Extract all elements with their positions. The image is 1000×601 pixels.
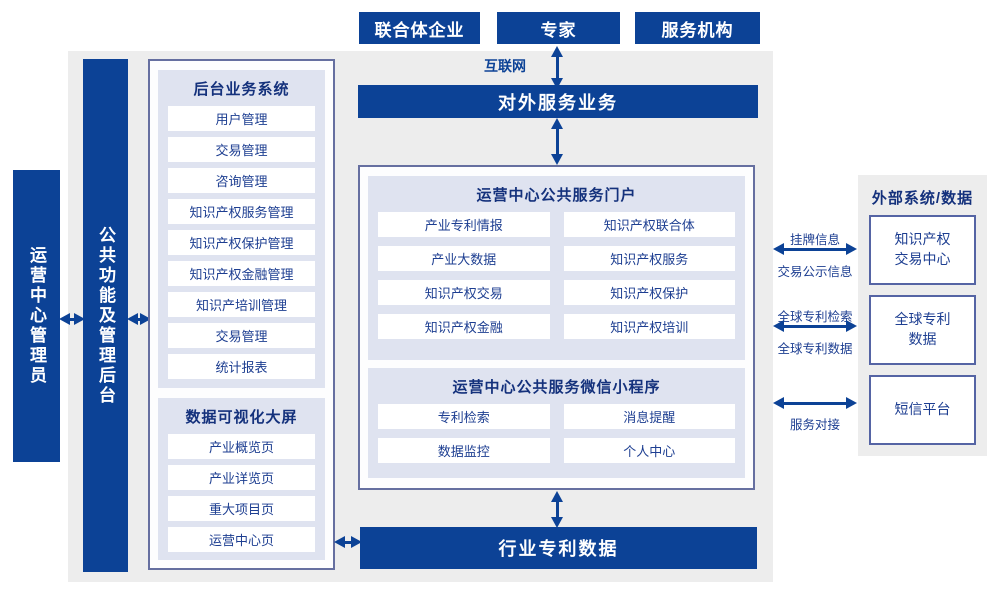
portal-item: 知识产权交易 bbox=[378, 280, 550, 305]
global-patent-data-label: 全球专利数据 bbox=[777, 342, 853, 356]
listing-info-arrow bbox=[773, 243, 857, 255]
node-consortium-enterprise: 联合体企业 bbox=[359, 12, 480, 44]
internet-label: 互联网 bbox=[484, 58, 526, 74]
transaction-publicity-label: 交易公示信息 bbox=[777, 265, 853, 279]
backend-system-title: 后台业务系统 bbox=[193, 81, 290, 98]
external-systems-title: 外部系统/数据 bbox=[871, 190, 974, 207]
node-sms-platform: 短信平台 bbox=[869, 375, 976, 445]
wechat-item: 数据监控 bbox=[378, 438, 550, 463]
portal-item: 产业大数据 bbox=[378, 246, 550, 271]
viz-item: 运营中心页 bbox=[168, 527, 315, 552]
portal-item: 知识产权金融 bbox=[378, 314, 550, 339]
listing-info-label: 挂牌信息 bbox=[789, 233, 840, 247]
viz-item: 产业详览页 bbox=[168, 465, 315, 490]
backend-item: 交易管理 bbox=[168, 323, 315, 348]
global-patent-search-label: 全球专利检索 bbox=[777, 310, 853, 324]
viz-patent-data-arrow bbox=[334, 536, 362, 548]
portal-item: 产业专利情报 bbox=[378, 212, 550, 237]
portal-link-arrow bbox=[551, 118, 563, 165]
backend-item: 知识产培训管理 bbox=[168, 292, 315, 317]
backend-system-panel: 后台业务系统 用户管理 交易管理 咨询管理 知识产权服务管理 知识产权保护管理 … bbox=[158, 70, 325, 388]
node-external-service-business: 对外服务业务 bbox=[358, 85, 758, 118]
node-global-patent-data: 全球专利 数据 bbox=[869, 295, 976, 365]
backend-item: 咨询管理 bbox=[168, 168, 315, 193]
node-public-function-backend: 公共功能及管理后台 bbox=[83, 59, 128, 572]
data-visualization-panel: 数据可视化大屏 产业概览页 产业详览页 重大项目页 运营中心页 bbox=[158, 398, 325, 560]
global-patent-arrow bbox=[773, 320, 857, 332]
wechat-item: 消息提醒 bbox=[563, 404, 735, 429]
node-service-agency: 服务机构 bbox=[635, 12, 760, 44]
service-link-arrow bbox=[773, 397, 857, 409]
backend-group-box: 后台业务系统 用户管理 交易管理 咨询管理 知识产权服务管理 知识产权保护管理 … bbox=[148, 59, 335, 570]
wechat-item: 个人中心 bbox=[563, 438, 735, 463]
operation-center-group-box: 运营中心公共服务门户 产业专利情报 知识产权联合体 产业大数据 知识产权服务 知… bbox=[358, 165, 755, 490]
node-ip-trading-center: 知识产权 交易中心 bbox=[869, 215, 976, 285]
wechat-item: 专利检索 bbox=[378, 404, 550, 429]
internet-arrow bbox=[551, 46, 563, 89]
ext-line: 短信平台 bbox=[894, 401, 951, 418]
external-systems-panel: 外部系统/数据 知识产权 交易中心 全球专利 数据 短信平台 bbox=[858, 175, 987, 455]
backend-item: 交易管理 bbox=[168, 137, 315, 162]
viz-item: 重大项目页 bbox=[168, 496, 315, 521]
backend-item: 统计报表 bbox=[168, 354, 315, 379]
service-link-label: 服务对接 bbox=[789, 418, 840, 432]
backend-item: 知识产权保护管理 bbox=[168, 230, 315, 255]
admin-backend-arrow bbox=[59, 313, 85, 325]
ext-line: 交易中心 bbox=[894, 251, 951, 267]
portal-item: 知识产权服务 bbox=[563, 246, 735, 271]
patent-data-arrow bbox=[551, 491, 563, 528]
backend-item: 知识产权金融管理 bbox=[168, 261, 315, 286]
wechat-miniprogram-title: 运营中心公共服务微信小程序 bbox=[452, 379, 661, 396]
portal-item: 知识产权保护 bbox=[563, 280, 735, 305]
ext-line: 全球专利 bbox=[894, 311, 951, 328]
node-operation-center-admin: 运营中心管理员 bbox=[13, 170, 60, 462]
ext-line: 知识产权 bbox=[894, 231, 951, 248]
wechat-miniprogram-panel: 运营中心公共服务微信小程序 专利检索 消息提醒 数据监控 个人中心 bbox=[368, 368, 745, 478]
viz-item: 产业概览页 bbox=[168, 434, 315, 459]
backend-system-items: 用户管理 交易管理 咨询管理 知识产权服务管理 知识产权保护管理 知识产权金融管… bbox=[158, 103, 325, 382]
data-visualization-title: 数据可视化大屏 bbox=[185, 409, 298, 426]
portal-item: 知识产权培训 bbox=[563, 314, 735, 339]
portal-items: 产业专利情报 知识产权联合体 产业大数据 知识产权服务 知识产权交易 知识产权保… bbox=[368, 209, 745, 342]
public-service-portal-panel: 运营中心公共服务门户 产业专利情报 知识产权联合体 产业大数据 知识产权服务 知… bbox=[368, 176, 745, 360]
node-industry-patent-data: 行业专利数据 bbox=[360, 527, 757, 569]
backend-panel-arrow bbox=[127, 313, 151, 325]
backend-item: 知识产权服务管理 bbox=[168, 199, 315, 224]
portal-item: 知识产权联合体 bbox=[563, 212, 735, 237]
data-visualization-items: 产业概览页 产业详览页 重大项目页 运营中心页 bbox=[158, 431, 325, 555]
ext-line: 数据 bbox=[908, 331, 937, 347]
wechat-items: 专利检索 消息提醒 数据监控 个人中心 bbox=[368, 401, 745, 466]
node-expert: 专家 bbox=[497, 12, 620, 44]
public-service-portal-title: 运营中心公共服务门户 bbox=[476, 187, 637, 204]
backend-item: 用户管理 bbox=[168, 106, 315, 131]
